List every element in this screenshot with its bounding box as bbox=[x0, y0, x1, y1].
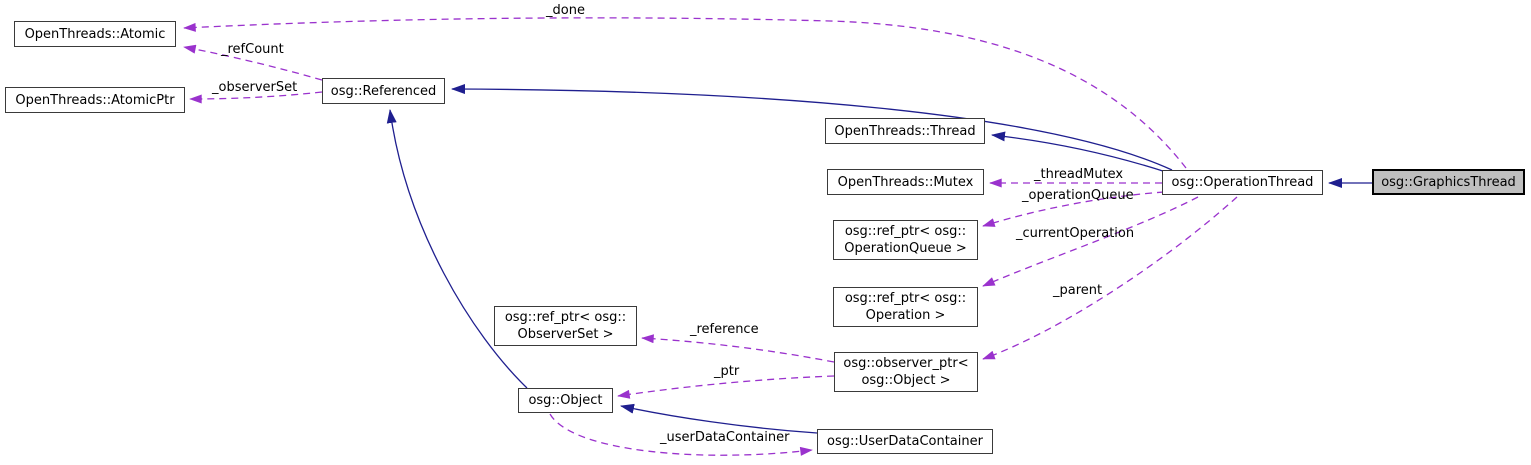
edge-inheritance-operationthread-thread bbox=[991, 131, 1167, 173]
node-openthreads-atomic[interactable]: OpenThreads::Atomic bbox=[14, 21, 176, 47]
edge-label-parent: _parent bbox=[1053, 283, 1103, 298]
node-osg-refptr-operationqueue[interactable]: osg::ref_ptr< osg:: OperationQueue > bbox=[833, 220, 978, 260]
node-openthreads-atomicptr[interactable]: OpenThreads::AtomicPtr bbox=[5, 87, 185, 113]
edge-label-ptr: _ptr bbox=[714, 364, 740, 379]
edge-usage-observerset bbox=[189, 91, 323, 104]
node-osg-operationthread[interactable]: osg::OperationThread bbox=[1162, 170, 1323, 195]
edge-inheritance-userdatacontainer-object bbox=[620, 403, 818, 434]
node-osg-observerptr-object[interactable]: osg::observer_ptr< osg::Object > bbox=[834, 352, 978, 392]
edge-usage-operationqueue bbox=[982, 191, 1165, 227]
edge-label-refcount: _refCount bbox=[221, 42, 284, 57]
edge-usage-parent bbox=[982, 196, 1238, 360]
edge-usage-refcount bbox=[183, 44, 323, 81]
edge-label-currentoperation: _currentOperation bbox=[1016, 226, 1135, 241]
edge-usage-reference bbox=[641, 334, 835, 363]
edge-inheritance-operationthread-referenced bbox=[451, 84, 1173, 171]
node-osg-graphicsthread: osg::GraphicsThread bbox=[1372, 169, 1525, 195]
node-osg-refptr-observerset[interactable]: osg::ref_ptr< osg:: ObserverSet > bbox=[494, 306, 637, 346]
edge-inheritance-object-referenced bbox=[386, 109, 528, 389]
edge-usage-currentoperation bbox=[982, 196, 1199, 287]
edge-label-done: _done bbox=[546, 3, 585, 18]
edge-usage-done bbox=[183, 17, 1187, 169]
edge-label-operationqueue: _operationQueue bbox=[1022, 188, 1134, 203]
node-openthreads-mutex[interactable]: OpenThreads::Mutex bbox=[827, 169, 984, 195]
node-osg-refptr-operation[interactable]: osg::ref_ptr< osg:: Operation > bbox=[833, 287, 978, 327]
edge-label-userdatacontainer: _userDataContainer bbox=[660, 430, 790, 445]
edge-label-observerset: _observerSet bbox=[212, 80, 298, 95]
edge-label-threadmutex: _threadMutex bbox=[1034, 167, 1124, 182]
edge-label-reference: _reference bbox=[690, 322, 759, 337]
node-openthreads-thread[interactable]: OpenThreads::Thread bbox=[825, 118, 985, 144]
edge-usage-userdatacontainer bbox=[549, 413, 813, 456]
node-osg-object[interactable]: osg::Object bbox=[518, 388, 613, 413]
edge-usage-ptr bbox=[617, 375, 835, 399]
node-osg-referenced[interactable]: osg::Referenced bbox=[322, 78, 445, 104]
node-osg-userdatacontainer[interactable]: osg::UserDataContainer bbox=[817, 429, 993, 454]
